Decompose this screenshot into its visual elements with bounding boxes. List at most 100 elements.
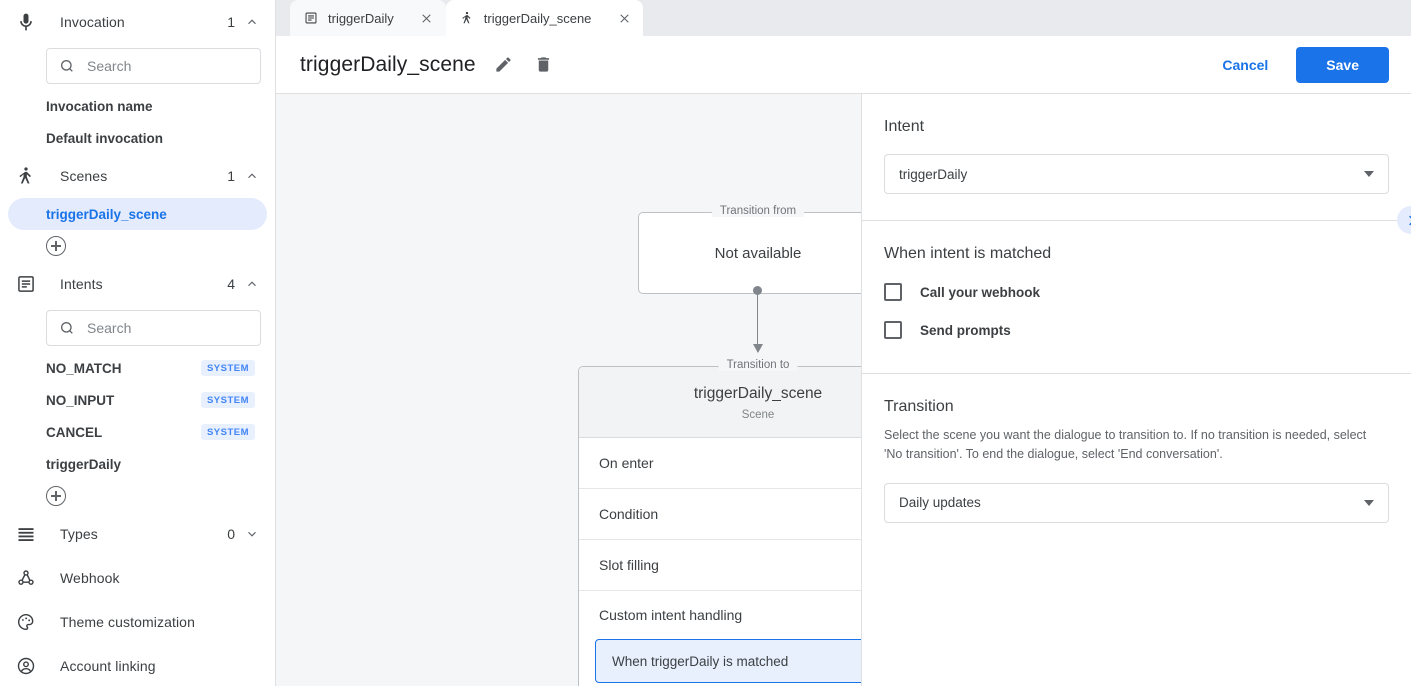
- checkbox-box[interactable]: [884, 321, 902, 339]
- transition-to-legend: Transition to: [718, 359, 798, 371]
- checkbox-call-your-webhook[interactable]: Call your webhook: [884, 283, 1389, 301]
- scene-graph-canvas[interactable]: Transition from Not available Transition…: [276, 94, 862, 686]
- save-button[interactable]: Save: [1296, 46, 1389, 83]
- add-intent-button[interactable]: [46, 486, 66, 506]
- tab-triggerdaily[interactable]: triggerDaily: [290, 0, 446, 36]
- panel-section-transition: Transition Select the scene you want the…: [862, 374, 1411, 549]
- tab-label: triggerDaily_scene: [483, 10, 592, 26]
- sidebar-item-label: CANCEL: [46, 424, 103, 440]
- webhook-icon: [14, 566, 38, 590]
- chevron-down-icon: [1364, 499, 1374, 506]
- scene-card: Transition to triggerDaily_scene Scene O…: [578, 359, 861, 686]
- sidebar-section-label: Intents: [60, 276, 103, 292]
- tab-strip: triggerDaily triggerDaily_scene: [276, 0, 1411, 36]
- transition-from-legend: Transition from: [711, 205, 805, 217]
- chevron-down-icon: [1364, 171, 1374, 177]
- intents-search-input[interactable]: [87, 320, 268, 336]
- sidebar-item-account-linking[interactable]: Account linking: [0, 644, 275, 686]
- page-header: triggerDaily_scene Cancel Save: [276, 36, 1411, 94]
- scene-row-custom-intent-handling[interactable]: Custom intent handling +: [579, 591, 861, 639]
- transition-from-value: Not available: [714, 244, 802, 262]
- pencil-icon[interactable]: [492, 53, 516, 77]
- invocation-search-wrap: [0, 44, 275, 90]
- intent-select-value: triggerDaily: [899, 166, 968, 182]
- scene-row-condition[interactable]: Condition +: [579, 489, 861, 540]
- sidebar-section-count: 1: [227, 14, 235, 30]
- sidebar-item-invocation-name[interactable]: Invocation name: [8, 90, 267, 122]
- panel-section-intent: Intent triggerDaily: [862, 94, 1411, 221]
- chevron-down-icon[interactable]: [245, 527, 259, 541]
- sidebar-section-intents[interactable]: Intents 4: [0, 262, 275, 306]
- close-icon[interactable]: [418, 9, 436, 27]
- search-icon: [60, 59, 73, 72]
- sidebar-section-label: Invocation: [60, 14, 125, 30]
- sidebar-item-webhook[interactable]: Webhook: [0, 556, 275, 600]
- sidebar-section-scenes[interactable]: Scenes 1: [0, 154, 275, 198]
- scene-row-label: Custom intent handling: [599, 607, 743, 623]
- sidebar-section-count: 0: [227, 526, 235, 542]
- intents-icon: [14, 272, 38, 296]
- account-icon: [14, 654, 38, 678]
- cancel-button[interactable]: Cancel: [1210, 48, 1280, 82]
- intent-section-title: Intent: [884, 118, 925, 135]
- invocation-search-box[interactable]: [46, 48, 268, 84]
- sidebar-item-cancel[interactable]: CANCEL SYSTEM: [8, 416, 267, 448]
- add-scene-button[interactable]: [46, 236, 66, 256]
- add-intent-row: [0, 480, 275, 512]
- tab-triggerdaily-scene[interactable]: triggerDaily_scene: [445, 0, 644, 36]
- properties-panel: Intent triggerDaily When intent is match…: [862, 94, 1411, 686]
- intents-search-box[interactable]: [46, 310, 268, 346]
- sidebar-item-label: triggerDaily: [46, 456, 122, 472]
- sidebar-item-label: Invocation name: [46, 98, 153, 114]
- chevron-up-icon[interactable]: [245, 15, 259, 29]
- sidebar-item-no-input[interactable]: NO_INPUT SYSTEM: [8, 384, 267, 416]
- when-matched-title: When intent is matched: [884, 245, 1052, 262]
- microphone-icon: [14, 10, 38, 34]
- intents-search-wrap: [0, 306, 275, 352]
- scene-row-label: On enter: [599, 455, 654, 471]
- sidebar-section-invocation[interactable]: Invocation 1: [0, 0, 275, 44]
- sidebar-item-label: Account linking: [60, 658, 156, 674]
- checkbox-send-prompts[interactable]: Send prompts: [884, 321, 1389, 339]
- invocation-search-input[interactable]: [87, 58, 268, 74]
- scene-card-header: triggerDaily_scene Scene: [579, 367, 861, 438]
- scene-icon: [14, 164, 38, 188]
- scene-block-custom-intent: Custom intent handling + When triggerDai…: [579, 591, 861, 686]
- sidebar-item-label: Theme customization: [60, 614, 195, 630]
- sidebar-item-label: Webhook: [60, 570, 120, 586]
- chevron-up-icon[interactable]: [245, 277, 259, 291]
- page-title: triggerDaily_scene: [300, 52, 476, 76]
- add-scene-row: [0, 230, 275, 262]
- sidebar-item-triggerdaily-scene[interactable]: triggerDaily_scene: [8, 198, 267, 230]
- sidebar-item-triggerdaily[interactable]: triggerDaily: [8, 448, 267, 480]
- chevron-up-icon[interactable]: [245, 169, 259, 183]
- scene-row-on-enter[interactable]: On enter +: [579, 438, 861, 489]
- transition-select-value: Daily updates: [899, 495, 981, 511]
- sidebar-item-no-match[interactable]: NO_MATCH SYSTEM: [8, 352, 267, 384]
- connector-arrow-down: [752, 290, 763, 353]
- scene-row-label: Condition: [599, 506, 659, 522]
- transition-select[interactable]: Daily updates: [884, 482, 1389, 523]
- sidebar-item-label: NO_INPUT: [46, 392, 115, 408]
- sidebar-section-count: 4: [227, 276, 235, 292]
- transition-from-node[interactable]: Transition from Not available: [638, 205, 861, 294]
- custom-intent-chip[interactable]: When triggerDaily is matched: [595, 639, 861, 683]
- sidebar-section-types[interactable]: Types 0: [0, 512, 275, 556]
- transition-section-title: Transition: [884, 398, 954, 415]
- scene-icon: [460, 11, 474, 25]
- sidebar-section-label: Types: [60, 526, 98, 542]
- trash-icon[interactable]: [532, 53, 556, 77]
- scene-row-slot-filling[interactable]: Slot filling +: [579, 540, 861, 591]
- search-icon: [60, 322, 73, 334]
- sidebar-item-label: triggerDaily_scene: [46, 206, 167, 222]
- editor-body: Transition from Not available Transition…: [276, 94, 1411, 686]
- scene-row-label: Slot filling: [599, 557, 659, 573]
- sidebar-item-default-invocation[interactable]: Default invocation: [8, 122, 267, 154]
- sidebar-item-label: NO_MATCH: [46, 360, 122, 376]
- types-icon: [14, 522, 38, 546]
- checkbox-box[interactable]: [884, 283, 902, 301]
- intent-select[interactable]: triggerDaily: [884, 154, 1389, 194]
- close-icon[interactable]: [615, 9, 633, 27]
- status-badge: SYSTEM: [200, 360, 255, 376]
- sidebar-item-theme-customization[interactable]: Theme customization: [0, 600, 275, 644]
